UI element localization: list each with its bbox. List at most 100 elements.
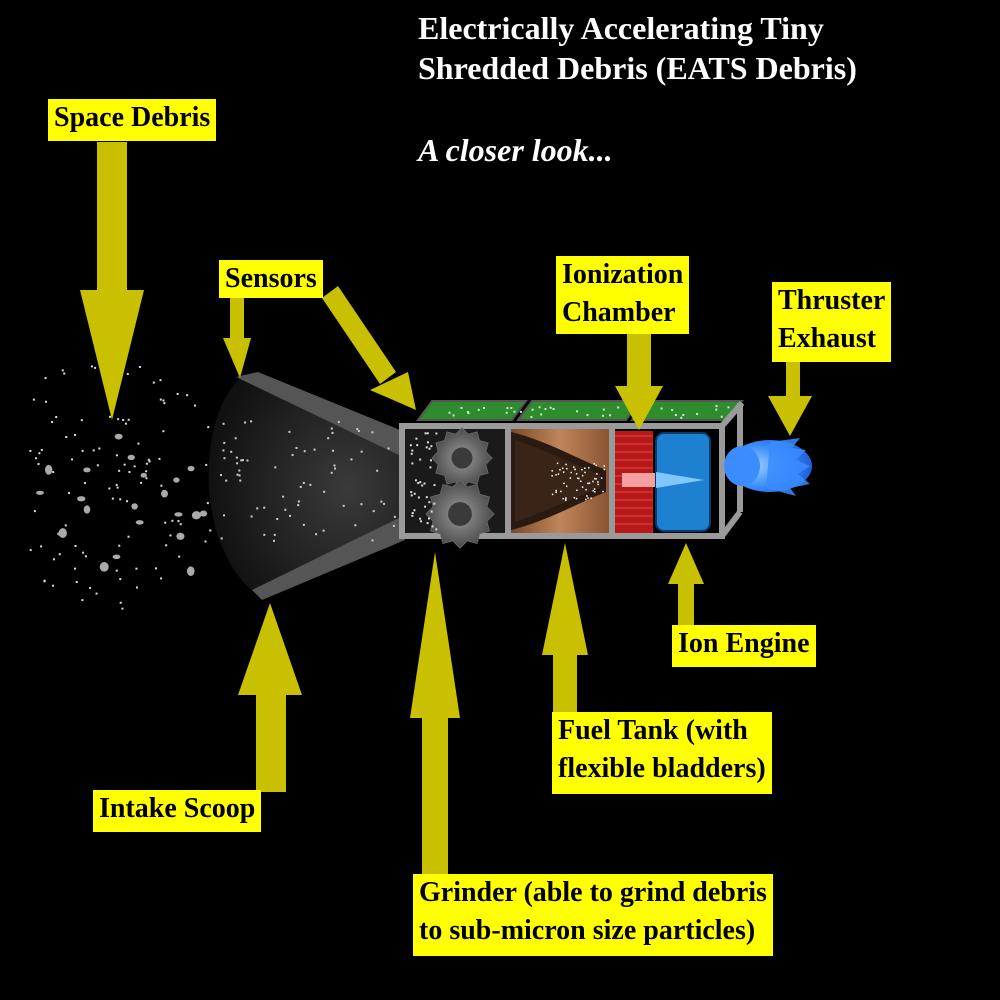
debris-fragment — [112, 554, 121, 560]
debris-particle — [45, 400, 48, 403]
debris-particle — [147, 458, 150, 461]
debris-fragment — [58, 528, 67, 538]
solar-panel-2 — [516, 400, 642, 421]
label-ionization-chamber: Ionization Chamber — [556, 256, 690, 334]
grinder-particle — [426, 522, 429, 525]
scoop-particle — [238, 469, 241, 472]
debris-fragment — [187, 566, 195, 576]
label-space-debris: Space Debris — [48, 99, 217, 141]
debris-particle — [74, 544, 77, 547]
fuel-particle — [569, 477, 572, 479]
fuel-particle — [600, 477, 603, 479]
debris-particle — [123, 463, 126, 466]
debris-particle — [145, 470, 148, 473]
debris-particle — [126, 500, 129, 503]
scoop-particle — [273, 539, 276, 542]
scoop-particle — [327, 437, 330, 440]
label-ionization-line1: Ionization — [562, 259, 684, 290]
debris-particle — [61, 369, 64, 372]
debris-particle — [115, 454, 118, 457]
fuel-particle — [585, 488, 587, 491]
panel-dot — [519, 410, 522, 413]
debris-particle — [92, 449, 95, 452]
scoop-particle — [220, 474, 223, 477]
grinder-particle — [411, 514, 414, 517]
debris-particle — [38, 452, 41, 455]
scoop-particle — [295, 446, 298, 449]
debris-particle — [209, 529, 212, 532]
scoop-particle — [241, 459, 244, 462]
debris-particle — [65, 436, 68, 439]
scoop-particle — [297, 500, 300, 503]
debris-particle — [124, 422, 127, 425]
debris-fragment — [174, 512, 183, 517]
fuel-particle — [565, 463, 567, 466]
fuel-particle — [584, 471, 586, 474]
debris-particle — [155, 567, 158, 570]
fuel-particle — [551, 475, 553, 477]
scoop-particle — [332, 449, 335, 452]
fuel-particle — [560, 490, 562, 493]
debris-fragment — [199, 510, 208, 517]
scoop-particle — [376, 469, 379, 472]
debris-particle — [118, 469, 121, 472]
grinder-particle — [430, 445, 433, 448]
scoop-particle — [222, 422, 225, 425]
panel-dot — [715, 408, 718, 411]
arrows — [80, 142, 812, 876]
title-line-2: Shredded Debris (EATS Debris) — [418, 50, 857, 86]
debris-particle — [95, 592, 98, 595]
debris-particle — [122, 419, 125, 422]
scoop-particle — [299, 485, 302, 488]
panel-dot — [510, 406, 513, 409]
panel-dot — [674, 414, 677, 417]
panel-dot — [540, 413, 543, 416]
debris-fragment — [140, 472, 147, 478]
debris-particle — [145, 462, 148, 465]
grinder-particle — [423, 482, 426, 485]
scoop-particle — [350, 458, 353, 461]
scoop-particle — [371, 539, 374, 542]
scoop-particle — [234, 437, 237, 440]
debris-particle — [158, 457, 161, 460]
scoop-particle — [289, 514, 292, 517]
scoop-particle — [235, 456, 238, 459]
panel-dot — [660, 407, 663, 410]
grinder-particle — [431, 525, 434, 528]
arrow-grinder — [410, 552, 460, 876]
debris-particle — [71, 458, 74, 461]
scoop-particle — [354, 524, 357, 527]
debris-particle — [68, 491, 71, 494]
debris-particle — [128, 471, 131, 474]
spacecraft-body — [399, 400, 812, 549]
scoop-particle — [372, 510, 375, 513]
arrow-sensors-scoop — [223, 298, 251, 378]
debris-particle — [32, 398, 35, 401]
solar-panel-1 — [416, 400, 528, 421]
scoop-particle — [333, 464, 336, 467]
debris-particle — [165, 544, 168, 547]
panel-dot — [576, 410, 579, 413]
debris-particle — [135, 586, 138, 589]
grinder-particle — [430, 459, 433, 462]
scoop-particle — [263, 506, 266, 509]
grinder-particle — [410, 494, 413, 497]
gear-hub — [451, 447, 473, 469]
panel-dot — [671, 409, 674, 412]
debris-particle — [162, 430, 165, 433]
title-line-1: Electrically Accelerating Tiny — [418, 10, 824, 46]
scoop-particle — [302, 481, 305, 484]
label-grinder-line2: to sub-micron size particles) — [419, 915, 756, 946]
fuel-particle — [556, 462, 559, 465]
scoop-particle — [331, 431, 334, 434]
grinder-particle — [428, 501, 431, 504]
debris-particle — [163, 402, 166, 405]
debris-particle — [55, 415, 58, 418]
debris-particle — [138, 366, 141, 369]
grinder-particle — [415, 437, 418, 440]
intake-scoop — [208, 372, 405, 600]
debris-particle — [160, 577, 163, 580]
fuel-particle — [566, 467, 568, 470]
panel-dot — [483, 407, 486, 410]
